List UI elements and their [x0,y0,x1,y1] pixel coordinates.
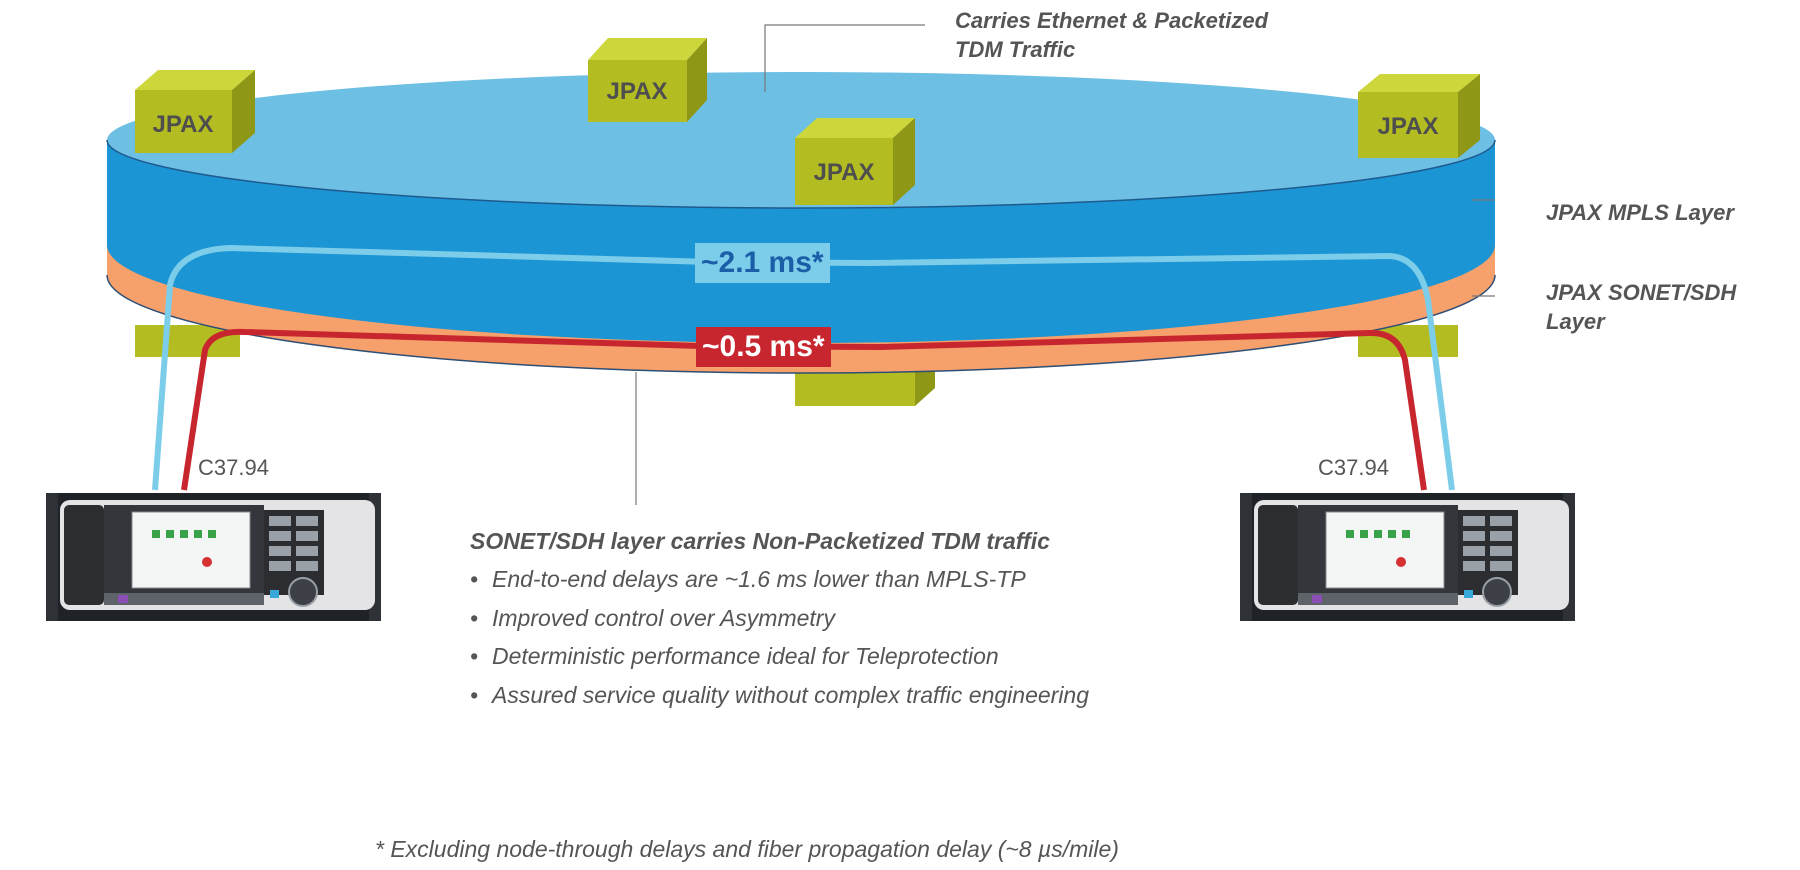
top-callout-line-2: TDM Traffic [955,37,1076,62]
sonet-layer-label-line-1: JPAX SONET/SDH [1546,280,1737,305]
top-callout: Carries Ethernet & Packetized TDM Traffi… [955,6,1268,64]
sonet-callout: SONET/SDH layer carries Non-Packetized T… [470,522,1230,714]
callout-bullet-3: Deterministic performance ideal for Tele… [470,637,1230,676]
relay-device-right [1240,493,1575,621]
jpax-label-3: JPAX [814,159,875,186]
jpax-node-1 [135,70,255,153]
right-port-label: C37.94 [1318,455,1389,480]
callout-bullet-4: Assured service quality without complex … [470,676,1230,715]
sonet-band-bottom-edge [106,274,1496,374]
callout-bullet-2: Improved control over Asymmetry [470,599,1230,638]
callout-title: SONET/SDH layer carries Non-Packetized T… [470,528,1050,554]
jpax-label-1: JPAX [153,111,214,138]
mpls-layer-top-edge [106,139,1496,209]
sonet-layer-label: JPAX SONET/SDH Layer [1546,278,1736,336]
mpls-delay-badge: ~2.1 ms* [695,243,830,283]
top-callout-line-1: Carries Ethernet & Packetized [955,8,1269,33]
jpax-label-4: JPAX [1378,113,1439,140]
jpax-node-2 [588,38,707,122]
callout-bullet-1: End-to-end delays are ~1.6 ms lower than… [470,560,1230,599]
jpax-node-4 [1358,74,1480,158]
top-callout-leader [764,24,925,92]
jpax-node-stub-left [135,325,240,357]
relay-device-left [46,493,381,621]
jpax-label-2: JPAX [607,78,668,105]
left-port-label: C37.94 [198,455,269,480]
mpls-layer-label: JPAX MPLS Layer [1546,200,1734,225]
sonet-layer-label-line-2: Layer [1546,309,1605,334]
sonet-delay-badge: ~0.5 ms* [696,327,831,367]
jpax-node-3 [795,118,915,205]
callout-bullets: End-to-end delays are ~1.6 ms lower than… [470,560,1230,714]
footnote: * Excluding node-through delays and fibe… [375,836,1119,862]
